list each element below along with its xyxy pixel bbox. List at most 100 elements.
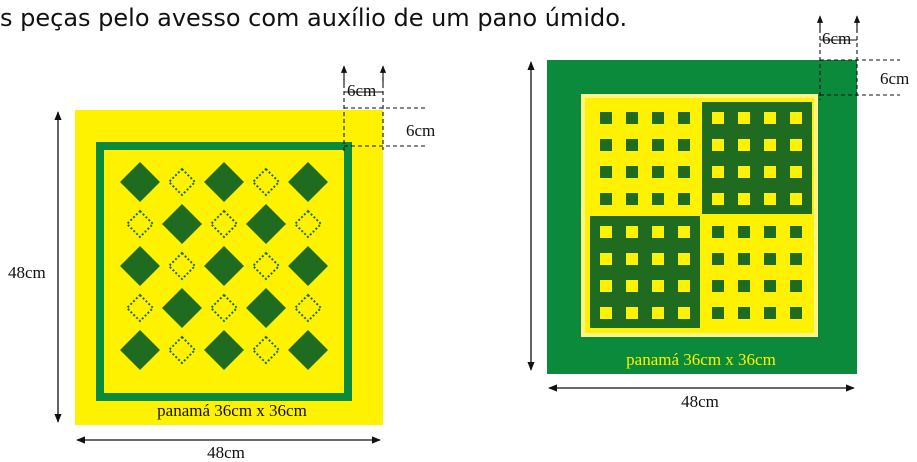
square-motif — [738, 112, 750, 124]
square-motif — [790, 280, 802, 292]
square-motif — [790, 166, 802, 178]
square-motif — [626, 112, 638, 124]
diamond-motif — [162, 288, 202, 328]
diamond-motif — [293, 293, 323, 323]
square-motif — [678, 139, 690, 151]
right-towel: panamá 36cm x 36cm — [547, 60, 857, 374]
square-motif — [738, 166, 750, 178]
square-motif — [678, 193, 690, 205]
square-motif — [738, 253, 750, 265]
left-border-indicator — [340, 65, 425, 152]
square-motif — [764, 139, 776, 151]
square-motif — [626, 193, 638, 205]
square-motif — [652, 226, 664, 238]
square-motif — [764, 307, 776, 319]
diamond-motif — [125, 209, 155, 239]
square-motif — [712, 166, 724, 178]
diamond-motif — [209, 293, 239, 323]
square-motif — [652, 112, 664, 124]
diamond-motif — [167, 251, 197, 281]
square-motif — [652, 253, 664, 265]
diamond-motif — [251, 335, 281, 365]
left-width-label: 48cm — [207, 443, 245, 462]
diamond-motif — [125, 293, 155, 323]
square-motif — [652, 139, 664, 151]
left-fabric-label: panamá 36cm x 36cm — [157, 401, 307, 420]
caption-text: s peças pelo avesso com auxílio de um pa… — [0, 4, 628, 32]
diamond-motif — [246, 288, 286, 328]
square-motif — [678, 253, 690, 265]
square-motif — [790, 139, 802, 151]
square-motif — [790, 253, 802, 265]
square-motif — [712, 253, 724, 265]
square-motif — [712, 112, 724, 124]
diamond-motif — [288, 246, 328, 286]
square-motif — [600, 280, 612, 292]
diamond-motif — [162, 204, 202, 244]
right-checker-pattern — [590, 102, 812, 328]
square-motif — [712, 280, 724, 292]
square-motif — [764, 166, 776, 178]
square-motif — [600, 193, 612, 205]
square-motif — [626, 307, 638, 319]
square-motif — [790, 307, 802, 319]
square-motif — [764, 193, 776, 205]
square-motif — [790, 193, 802, 205]
diamond-motif — [209, 209, 239, 239]
diamond-motif — [204, 162, 244, 202]
square-motif — [764, 253, 776, 265]
square-motif — [626, 253, 638, 265]
left-towel: panamá 36cm x 36cm — [75, 110, 383, 425]
diamond-motif — [293, 209, 323, 239]
diamond-motif — [120, 246, 160, 286]
square-motif — [738, 139, 750, 151]
diamond-motif — [251, 167, 281, 197]
right-fabric-label: panamá 36cm x 36cm — [626, 350, 776, 369]
square-motif — [652, 280, 664, 292]
square-motif — [626, 166, 638, 178]
diamond-motif — [204, 330, 244, 370]
diamond-motif — [204, 246, 244, 286]
square-motif — [790, 112, 802, 124]
diamond-motif — [288, 162, 328, 202]
right-border-label-side: 6cm — [880, 69, 909, 88]
right-border-indicator — [816, 15, 900, 100]
diamond-motif — [246, 204, 286, 244]
diamond-motif — [167, 335, 197, 365]
square-motif — [712, 226, 724, 238]
square-motif — [678, 112, 690, 124]
square-motif — [600, 253, 612, 265]
diamond-motif — [120, 330, 160, 370]
right-border-label-top: 6cm — [822, 29, 851, 48]
square-motif — [790, 226, 802, 238]
square-motif — [678, 166, 690, 178]
square-motif — [678, 226, 690, 238]
square-motif — [764, 280, 776, 292]
square-motif — [652, 307, 664, 319]
square-motif — [738, 226, 750, 238]
square-motif — [600, 307, 612, 319]
square-motif — [738, 280, 750, 292]
left-height-label: 48cm — [8, 263, 46, 282]
square-motif — [764, 226, 776, 238]
square-motif — [764, 112, 776, 124]
square-motif — [626, 139, 638, 151]
square-motif — [600, 139, 612, 151]
diamond-motif — [251, 251, 281, 281]
square-motif — [678, 280, 690, 292]
square-motif — [712, 139, 724, 151]
left-green-frame — [96, 142, 352, 401]
square-motif — [712, 307, 724, 319]
square-motif — [738, 307, 750, 319]
square-motif — [652, 166, 664, 178]
square-motif — [626, 226, 638, 238]
left-border-label-top: 6cm — [347, 81, 376, 100]
square-motif — [678, 307, 690, 319]
diamond-motif — [167, 167, 197, 197]
square-motif — [738, 193, 750, 205]
diamond-motif — [120, 162, 160, 202]
left-diamond-pattern — [120, 162, 328, 370]
right-width-label: 48cm — [681, 392, 719, 411]
square-motif — [652, 193, 664, 205]
